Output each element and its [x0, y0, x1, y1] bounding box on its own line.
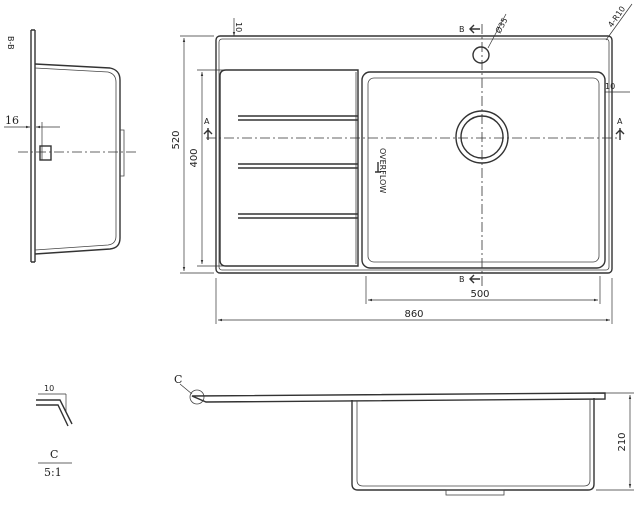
- marker-a-right-arrow: [615, 128, 625, 140]
- front-drain: [445, 489, 505, 496]
- front-bowl-outer: [351, 398, 595, 491]
- dim-400-text: 400: [189, 148, 200, 167]
- tap-hole: [472, 46, 490, 64]
- top-view: OVERFLOW A A B B 10 Ø35 4-R10 10 520: [171, 3, 633, 324]
- section-overflow: [120, 129, 125, 177]
- section-bowl-outer: [34, 63, 121, 255]
- dim-10-top-text: 10: [234, 22, 243, 32]
- detail-c-circle: [189, 389, 205, 405]
- bowl-inner: [367, 77, 600, 263]
- drain-groove-3: [238, 213, 358, 219]
- dim-860-text: 860: [404, 309, 423, 320]
- section-drain: [39, 145, 52, 161]
- sink-inner-rim: [218, 38, 610, 271]
- marker-b-bottom: B: [459, 275, 465, 284]
- marker-a-left-arrow: [203, 128, 213, 140]
- dim-520-text: 520: [171, 130, 182, 149]
- drain-groove-2: [238, 163, 358, 169]
- dim-210-text: 210: [617, 432, 628, 451]
- overflow-mark: [375, 162, 381, 173]
- drain-groove-1: [238, 115, 358, 121]
- detail-c-view: 10 C 5:1: [36, 384, 73, 479]
- detail-dim-10-text: 10: [44, 384, 54, 393]
- overflow-label: OVERFLOW: [378, 148, 387, 193]
- sink-outer-rim: [215, 35, 613, 274]
- front-bowl-inner: [356, 399, 591, 487]
- drainboard-outline: [219, 69, 359, 267]
- marker-b-bottom-arrow: [469, 274, 480, 284]
- detail-profile: [36, 399, 73, 427]
- detail-c-label: C: [50, 448, 58, 461]
- dim-500-text: 500: [470, 289, 489, 300]
- section-bowl-inner: [34, 67, 117, 251]
- marker-a-left: A: [204, 117, 210, 126]
- marker-b-top: B: [459, 25, 465, 34]
- bowl-outer: [361, 71, 606, 269]
- marker-b-top-arrow: [469, 24, 480, 34]
- dim-10-right-text: 10: [605, 82, 615, 91]
- front-section-view: C 210: [174, 373, 634, 496]
- section-bb-label: B-B: [6, 36, 15, 50]
- marker-a-right: A: [617, 117, 623, 126]
- dim-r10-leader: [605, 3, 633, 41]
- section-bb-view: B-B 16: [4, 29, 138, 263]
- dim-16-text: 16: [5, 114, 19, 127]
- detail-c-callout: C: [174, 373, 182, 386]
- section-rim: [30, 29, 36, 263]
- dim-35-leader: [487, 13, 507, 49]
- detail-scale: 5:1: [44, 466, 62, 479]
- detail-c-leader: [179, 383, 193, 395]
- dim-35-text: Ø35: [493, 16, 510, 35]
- front-deck: [191, 392, 606, 403]
